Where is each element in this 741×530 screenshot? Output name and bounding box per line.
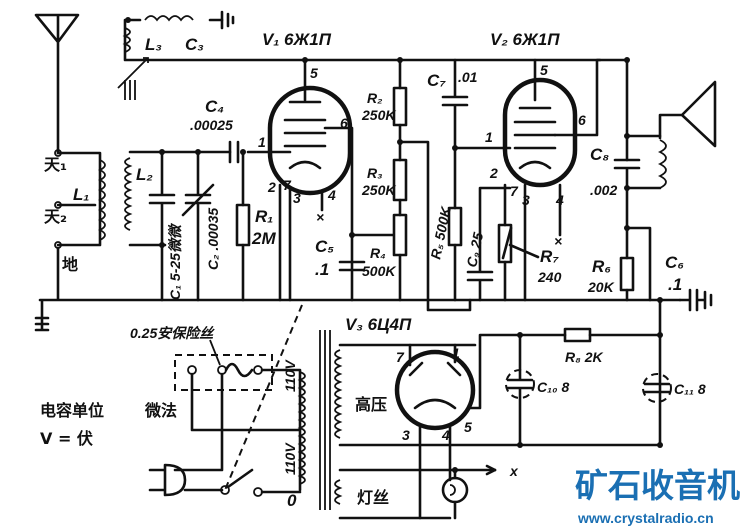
label-r1-value: 2M bbox=[251, 229, 276, 248]
label-r2: R₂ bbox=[367, 90, 382, 106]
note-volt: V = 伏 bbox=[40, 429, 93, 448]
label-v1: V₁ 6Ж1П bbox=[262, 30, 332, 49]
pin-label: 6 bbox=[578, 112, 586, 128]
fuse-box bbox=[174, 354, 273, 391]
label-high-voltage: 高压 bbox=[355, 395, 387, 414]
note-unit-label: 电容单位 bbox=[40, 401, 104, 420]
label-c10: C₁₀ 8 bbox=[537, 379, 569, 395]
pin-label: 1 bbox=[258, 134, 266, 150]
label-r6-value: 20K bbox=[587, 279, 615, 295]
label-r8: R₈ 2K bbox=[565, 349, 603, 365]
label-c7-value: .01 bbox=[458, 69, 478, 85]
pin-label: 5 bbox=[310, 65, 318, 81]
label-fuse: 0.25安保险丝 bbox=[130, 325, 215, 341]
watermark-logo: 矿石收音机 www.crystalradio.cn bbox=[575, 466, 740, 526]
pin-label: 2 bbox=[267, 179, 276, 195]
nc-mark: × bbox=[554, 233, 562, 249]
pin-label: 6 bbox=[340, 115, 348, 131]
antenna-icon bbox=[34, 13, 80, 155]
label-c7: C₇ bbox=[427, 71, 446, 90]
pin-label: 7 bbox=[283, 177, 292, 193]
label-zero: 0 bbox=[287, 491, 297, 510]
label-110v-upper: 110V bbox=[282, 359, 298, 392]
label-filament: 灯丝 bbox=[357, 488, 389, 507]
pin-label: 4 bbox=[327, 187, 336, 203]
label-r1: R₁ bbox=[255, 207, 273, 226]
pin-label: 4 bbox=[441, 427, 450, 443]
label-x: x bbox=[509, 463, 519, 479]
pin-label: 7 bbox=[396, 349, 405, 365]
label-ground: 地 bbox=[62, 255, 78, 274]
label-l2: L₂ bbox=[136, 165, 153, 184]
label-c4: C₄ bbox=[205, 97, 224, 116]
pin-label: 1 bbox=[485, 129, 493, 145]
label-c5-value: .1 bbox=[315, 260, 329, 279]
label-110v-lower: 110V bbox=[282, 442, 298, 475]
label-c4-value: .00025 bbox=[190, 117, 233, 133]
label-v2: V₂ 6Ж1П bbox=[490, 30, 560, 49]
label-r6: R₆ bbox=[592, 257, 611, 276]
pin-label: 1 bbox=[452, 345, 460, 361]
nc-mark: × bbox=[316, 209, 324, 225]
tube-v3 bbox=[394, 349, 476, 431]
label-c3: C₃ bbox=[185, 35, 204, 54]
tube-v1 bbox=[267, 58, 353, 196]
pin-label: 5 bbox=[464, 419, 472, 435]
label-l3: L₃ bbox=[145, 35, 162, 54]
label-r3-value: 250K bbox=[361, 182, 396, 198]
plug-icon bbox=[148, 463, 187, 497]
watermark-url: www.crystalradio.cn bbox=[577, 510, 714, 526]
pin-label: 7 bbox=[510, 183, 519, 199]
note-unit-value: 微法 bbox=[144, 401, 177, 420]
pin-label: 3 bbox=[522, 192, 530, 208]
label-v3: V₃ 6Ц4П bbox=[345, 315, 412, 334]
label-r7-value: 240 bbox=[537, 269, 562, 285]
label-c9: C₉ 25 bbox=[463, 231, 486, 269]
speaker-icon bbox=[658, 80, 717, 148]
pin-label: 3 bbox=[293, 190, 301, 206]
label-ant2: 天₂ bbox=[44, 207, 67, 226]
label-c8: C₈ bbox=[590, 145, 609, 164]
label-c2: C₂ .00035 bbox=[205, 208, 221, 270]
label-r4: R₄ bbox=[370, 245, 386, 261]
label-r4-value: 500K bbox=[362, 263, 396, 279]
label-r7: R₇ bbox=[540, 247, 559, 266]
tube-v2 bbox=[502, 58, 578, 188]
pin-label: 5 bbox=[540, 62, 548, 78]
pin-label: 2 bbox=[489, 165, 498, 181]
label-c11: C₁₁ 8 bbox=[674, 381, 706, 397]
label-r3: R₃ bbox=[367, 165, 383, 181]
coil-l1 bbox=[97, 159, 106, 241]
pilot-lamp-icon bbox=[441, 476, 469, 504]
pin-label: 3 bbox=[402, 427, 410, 443]
label-l1: L₁ bbox=[73, 185, 89, 204]
label-c1: C₁ 5-25微微 bbox=[167, 222, 183, 300]
watermark-title: 矿石收音机 bbox=[575, 466, 740, 505]
label-c8-value: .002 bbox=[590, 182, 617, 198]
label-c6: C₆ bbox=[665, 253, 684, 272]
label-ant1: 天₁ bbox=[44, 155, 67, 174]
label-r2-value: 250K bbox=[361, 107, 396, 123]
power-switch[interactable] bbox=[220, 485, 230, 495]
label-c6-value: .1 bbox=[668, 275, 682, 294]
label-c5: C₅ bbox=[315, 237, 334, 256]
